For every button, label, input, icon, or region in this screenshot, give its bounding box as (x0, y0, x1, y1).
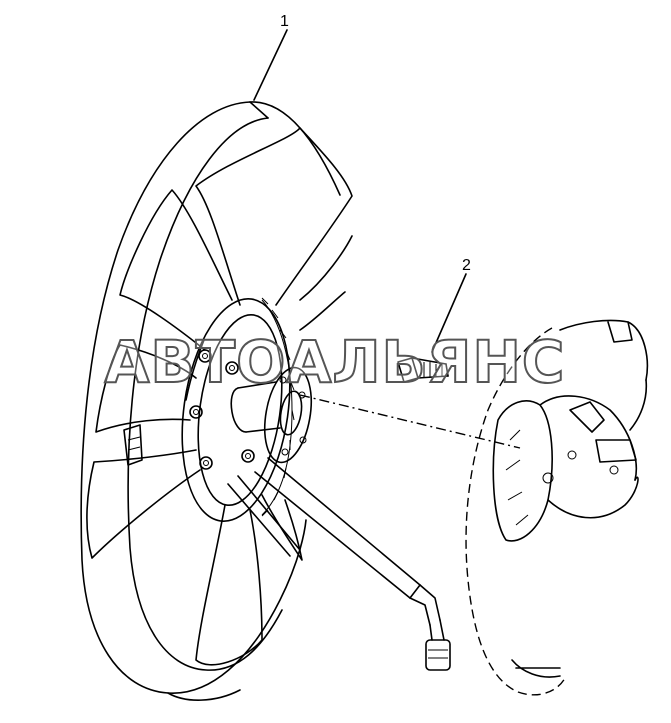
fan-blades (86, 127, 353, 666)
fan-blade-top (195, 127, 353, 306)
fan-blade-upper-left (119, 189, 233, 351)
clutch-flange (263, 366, 313, 464)
hub-bolts (189, 349, 255, 470)
fan-blade-lower-left (86, 449, 201, 559)
assembly-centerline (299, 394, 521, 449)
fan-blade-lower-right (261, 494, 303, 561)
fan-shroud-ring (80, 101, 341, 701)
hub-bracket (123, 424, 143, 466)
fan-blade-bottom (195, 504, 263, 666)
fan-assembly (80, 101, 451, 701)
mounting-bolt (397, 357, 449, 383)
sensor-wire (227, 457, 451, 671)
callout-label-bolt: 2 (462, 257, 471, 274)
callout-1: 1 (253, 13, 289, 101)
sensor-connector (425, 639, 451, 671)
fan-blade-right (299, 235, 353, 331)
water-pump-housing (465, 319, 649, 696)
fan-hub (181, 297, 295, 522)
fan-blade-left (95, 344, 197, 433)
clutch-shaft (230, 366, 313, 464)
callout-2: 2 (431, 257, 471, 353)
callout-label-fan: 1 (280, 13, 289, 30)
watermark-text: АВТОАЛЬЯНС (104, 328, 565, 396)
